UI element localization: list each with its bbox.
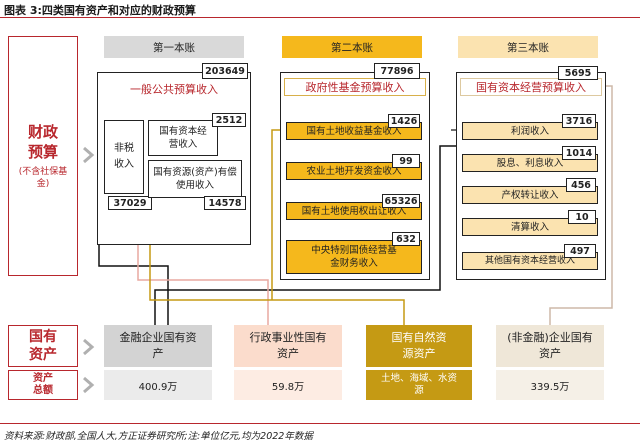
book2-item-4-value: 632 <box>392 232 420 246</box>
total-natural-resources: 土地、海域、水资源 <box>366 370 472 400</box>
book3-item-3: 产权转让收入 <box>462 186 598 204</box>
book3-title: 国有资本经营预算收入 <box>460 78 602 96</box>
asset-natural-resources: 国有自然资源资产 <box>366 325 472 367</box>
source-footnote: 资料来源:财政部,全国人大,方正证券研究所;注:单位亿元,均为2022年数据 <box>4 431 313 442</box>
chevron-right-icon <box>82 338 96 356</box>
caption-rule <box>0 17 640 18</box>
total-administrative: 59.8万 <box>234 370 342 400</box>
non-tax-revenue-value: 37029 <box>108 196 152 210</box>
footer-rule <box>0 423 640 424</box>
book2-item-3-value: 65326 <box>382 194 420 208</box>
book1-item2-box: 国有资源(资产)有偿使用收入 <box>148 160 242 198</box>
total-assets-label: 资产总额 <box>8 370 78 400</box>
chevron-right-icon <box>82 146 96 164</box>
fiscal-budget-panel: 财政预算 (不含社保基金) <box>8 36 78 276</box>
book3-item-2-value: 1014 <box>562 146 596 160</box>
book1-header: 第一本账 <box>104 36 244 58</box>
book3-total: 5695 <box>558 66 598 80</box>
book3-item-3-value: 456 <box>566 178 596 192</box>
book3-item-4: 清算收入 <box>462 218 598 236</box>
chevron-right-icon <box>82 376 96 394</box>
figure-caption: 图表 3:四类国有资产和对应的财政预算 <box>4 4 196 17</box>
total-financial: 400.9万 <box>104 370 212 400</box>
total-enterprise: 339.5万 <box>496 370 604 400</box>
asset-administrative: 行政事业性国有资产 <box>234 325 342 367</box>
book2-item-1-value: 1426 <box>388 114 420 128</box>
non-tax-revenue-box: 非税收入 <box>104 120 144 194</box>
book2-title: 政府性基金预算收入 <box>284 78 426 96</box>
book3-item-1-value: 3716 <box>562 114 596 128</box>
fiscal-budget-title: 财政预算 <box>27 123 58 161</box>
book2-header: 第二本账 <box>282 36 422 58</box>
wire-enterprise <box>549 85 613 325</box>
book2-item-4: 中央特别国债经营基金财务收入 <box>286 240 422 274</box>
book2-item-2-value: 99 <box>392 154 420 168</box>
wire-financial <box>98 244 169 325</box>
book1-title: 一般公共预算收入 <box>130 83 218 96</box>
asset-financial: 金融企业国有资产 <box>104 325 212 367</box>
fiscal-budget-subtitle: (不含社保基金) <box>18 167 68 189</box>
book3-item-4-value: 10 <box>568 210 596 224</box>
book3-header: 第三本账 <box>458 36 598 58</box>
asset-enterprise: (非金融)企业国有资产 <box>496 325 604 367</box>
book2-item-2: 农业土地开发资金收入 <box>286 162 422 180</box>
book1-total: 203649 <box>202 63 248 79</box>
state-assets-label: 国有资产 <box>8 325 78 367</box>
wire-financial-book3 <box>154 145 462 325</box>
book1-item1-box: 国有资本经营收入 <box>148 120 218 156</box>
book2-total: 77896 <box>374 63 420 79</box>
wire-natural-book2 <box>271 129 282 300</box>
book1-item1-value: 2512 <box>212 113 246 127</box>
book1-item2-value: 14578 <box>204 196 246 210</box>
book3-item-5-value: 497 <box>564 244 596 258</box>
